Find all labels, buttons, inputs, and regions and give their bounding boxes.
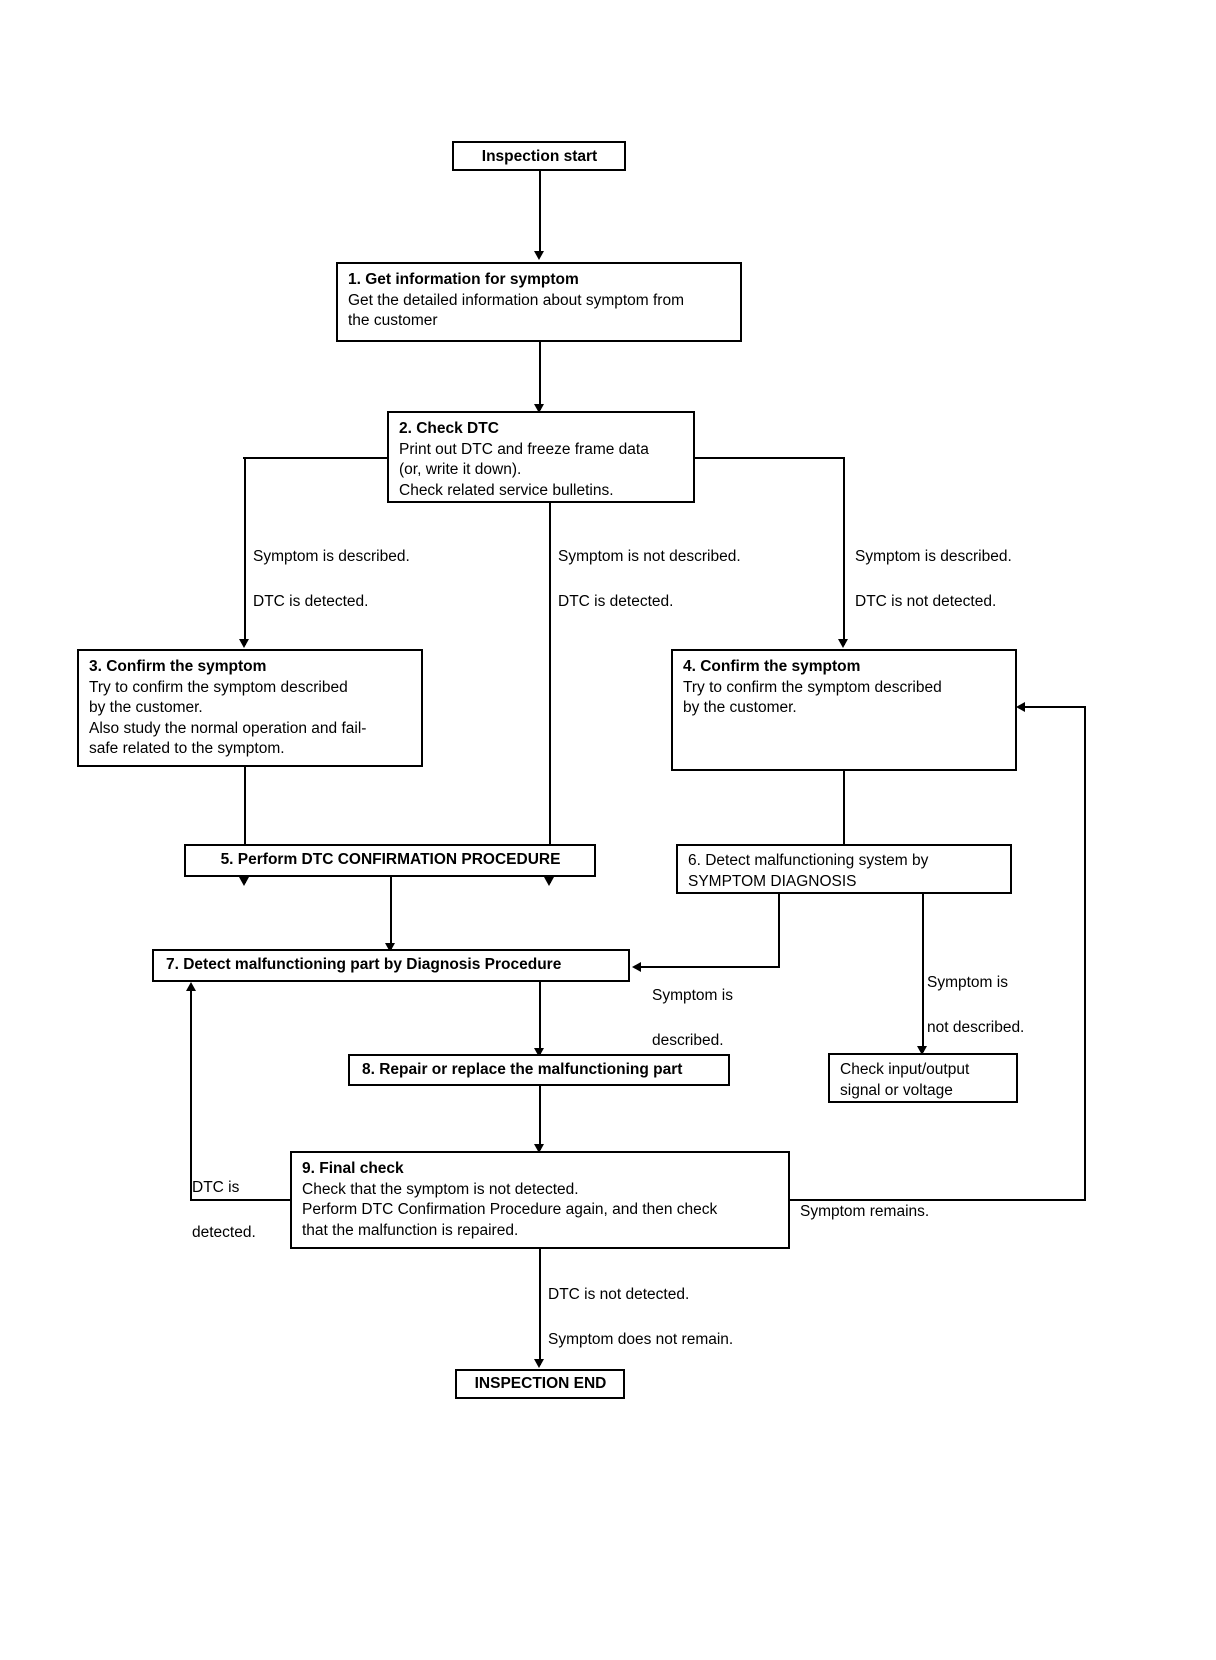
node-step-2-line1: Print out DTC and freeze frame data — [399, 440, 649, 458]
node-step-9[interactable]: 9. Final check Check that the symptom is… — [290, 1151, 790, 1249]
edge-label-symptom-not-described-line1: Symptom is — [927, 974, 1008, 992]
node-step-1-line2: the customer — [348, 312, 438, 330]
node-step-4-line1: Try to confirm the symptom described — [683, 678, 942, 696]
node-check-input-output-line2: signal or voltage — [840, 1081, 953, 1099]
edge-symptom-remains-to-step4 — [1025, 706, 1086, 708]
arrowhead-step6-to-checkio — [917, 1046, 927, 1055]
edge-label-branch-middle-line2: DTC is detected. — [558, 593, 674, 611]
node-step-8[interactable]: 8. Repair or replace the malfunctioning … — [348, 1054, 730, 1086]
node-step-1-title: 1. Get information for symptom — [348, 271, 579, 288]
node-step-4-title: 4. Confirm the symptom — [683, 658, 861, 675]
node-check-input-output[interactable]: Check input/output signal or voltage — [828, 1053, 1018, 1103]
node-step-5[interactable]: 5. Perform DTC CONFIRMATION PROCEDURE — [184, 844, 596, 877]
edge-label-symptom-described: Symptom is described. — [652, 963, 802, 1053]
edge-label-symptom-not-described-line2: not described. — [927, 1019, 1025, 1037]
node-step-8-label: 8. Repair or replace the malfunctioning … — [362, 1060, 683, 1078]
node-step-2-title: 2. Check DTC — [399, 420, 499, 437]
edge-label-dtc-detected-line2: detected. — [192, 1224, 256, 1242]
edge-label-final-pass: DTC is not detected. Symptom does not re… — [548, 1262, 848, 1352]
node-step-9-line2: Perform DTC Confirmation Procedure again… — [302, 1201, 718, 1219]
node-step-9-line1: Check that the symptom is not detected. — [302, 1180, 579, 1198]
edge-step9-feedback-across — [190, 1199, 290, 1201]
edge-label-dtc-detected: DTC is detected. — [192, 1155, 302, 1245]
edge-step3-to-step5 — [244, 767, 246, 883]
node-step-2-line2: (or, write it down). — [399, 461, 522, 479]
arrowhead-step2-to-step5 — [544, 877, 554, 886]
arrowhead-step3-to-step5 — [239, 877, 249, 886]
edge-step2-left-down — [244, 457, 246, 645]
node-step-6[interactable]: 6. Detect malfunctioning system by SYMPT… — [676, 844, 1012, 894]
node-step-3-line4: safe related to the symptom. — [89, 740, 285, 758]
edge-label-branch-left-line2: DTC is detected. — [253, 593, 369, 611]
edge-step2-middle-down — [549, 503, 551, 883]
node-step-9-title: 9. Final check — [302, 1160, 404, 1177]
edge-label-branch-middle: Symptom is not described. DTC is detecte… — [558, 524, 838, 614]
edge-symptom-remains-up — [1084, 706, 1086, 1201]
node-check-input-output-line1: Check input/output — [840, 1061, 970, 1078]
node-inspection-start[interactable]: Inspection start — [452, 141, 626, 171]
edge-label-final-pass-line1: DTC is not detected. — [548, 1286, 690, 1304]
arrowhead-step9-feedback-to-step7 — [186, 982, 196, 991]
edge-step1-to-step2 — [539, 342, 541, 410]
node-step-1[interactable]: 1. Get information for symptom Get the d… — [336, 262, 742, 342]
node-step-3-title: 3. Confirm the symptom — [89, 658, 267, 675]
arrowhead-step1-to-step2 — [534, 404, 544, 413]
node-step-7-label: 7. Detect malfunctioning part by Diagnos… — [166, 956, 562, 974]
edge-step4-to-step6 — [843, 771, 845, 883]
arrowhead-symptom-remains-to-step4 — [1016, 702, 1025, 712]
edge-start-to-step1 — [539, 171, 541, 253]
arrowhead-step9-to-end — [534, 1359, 544, 1368]
node-step-9-line3: that the malfunction is repaired. — [302, 1221, 519, 1239]
edge-step2-right-down — [843, 457, 845, 645]
node-step-3-line1: Try to confirm the symptom described — [89, 678, 348, 696]
edge-label-symptom-described-line1: Symptom is — [652, 987, 733, 1005]
node-step-6-line2: SYMPTOM DIAGNOSIS — [688, 872, 857, 890]
node-step-3-line2: by the customer. — [89, 699, 203, 717]
edge-step9-to-end — [539, 1249, 541, 1365]
node-inspection-end-label: INSPECTION END — [474, 1374, 607, 1392]
edge-step7-to-step8 — [539, 982, 541, 1054]
edge-label-final-pass-line2: Symptom does not remain. — [548, 1331, 734, 1349]
arrowhead-start-to-step1 — [534, 251, 544, 260]
edge-step2-bus-right — [693, 457, 845, 459]
node-step-3[interactable]: 3. Confirm the symptom Try to confirm th… — [77, 649, 423, 767]
edge-label-branch-right-line2: DTC is not detected. — [855, 593, 997, 611]
edge-step2-bus-left — [243, 457, 389, 459]
edge-label-symptom-described-line2: described. — [652, 1032, 724, 1050]
edge-label-symptom-remains-line1: Symptom remains. — [800, 1203, 930, 1221]
arrowhead-step6-to-step7 — [632, 962, 641, 972]
edge-label-branch-right-line1: Symptom is described. — [855, 548, 1012, 566]
edge-step9-feedback-up — [190, 991, 192, 1201]
arrowhead-step7-to-step8 — [534, 1048, 544, 1057]
edge-symptom-remains-across — [790, 1199, 1086, 1201]
node-inspection-end[interactable]: INSPECTION END — [455, 1369, 625, 1399]
node-step-3-line3: Also study the normal operation and fail… — [89, 719, 367, 737]
arrowhead-step8-to-step9 — [534, 1144, 544, 1153]
edge-label-branch-left-line1: Symptom is described. — [253, 548, 410, 566]
edge-label-branch-left: Symptom is described. DTC is detected. — [253, 524, 523, 614]
node-step-7[interactable]: 7. Detect malfunctioning part by Diagnos… — [152, 949, 630, 982]
node-step-1-line1: Get the detailed information about sympt… — [348, 291, 684, 309]
node-step-4[interactable]: 4. Confirm the symptom Try to confirm th… — [671, 649, 1017, 771]
edge-step6-to-step7-down — [778, 894, 780, 967]
edge-label-symptom-remains: Symptom remains. — [800, 1179, 1000, 1224]
edge-step8-to-step9 — [539, 1086, 541, 1150]
edge-label-symptom-not-described: Symptom is not described. — [927, 950, 1107, 1040]
node-step-2-line3: Check related service bulletins. — [399, 481, 614, 499]
edge-label-branch-middle-line1: Symptom is not described. — [558, 548, 741, 566]
edge-step5-to-step7 — [390, 877, 392, 949]
edge-step6-to-step7-across — [640, 966, 780, 968]
node-inspection-start-label: Inspection start — [481, 148, 598, 165]
arrowhead-step2-to-step4 — [838, 639, 848, 648]
node-step-2[interactable]: 2. Check DTC Print out DTC and freeze fr… — [387, 411, 695, 503]
arrowhead-step2-to-step3 — [239, 639, 249, 648]
node-step-6-line1: 6. Detect malfunctioning system by — [688, 852, 929, 869]
edge-step6-to-checkio — [922, 894, 924, 1052]
node-step-5-label: 5. Perform DTC CONFIRMATION PROCEDURE — [220, 851, 561, 869]
node-step-4-line2: by the customer. — [683, 699, 797, 717]
edge-label-branch-right: Symptom is described. DTC is not detecte… — [855, 524, 1135, 614]
edge-label-dtc-detected-line1: DTC is — [192, 1179, 240, 1197]
arrowhead-step5-to-step7 — [385, 943, 395, 952]
